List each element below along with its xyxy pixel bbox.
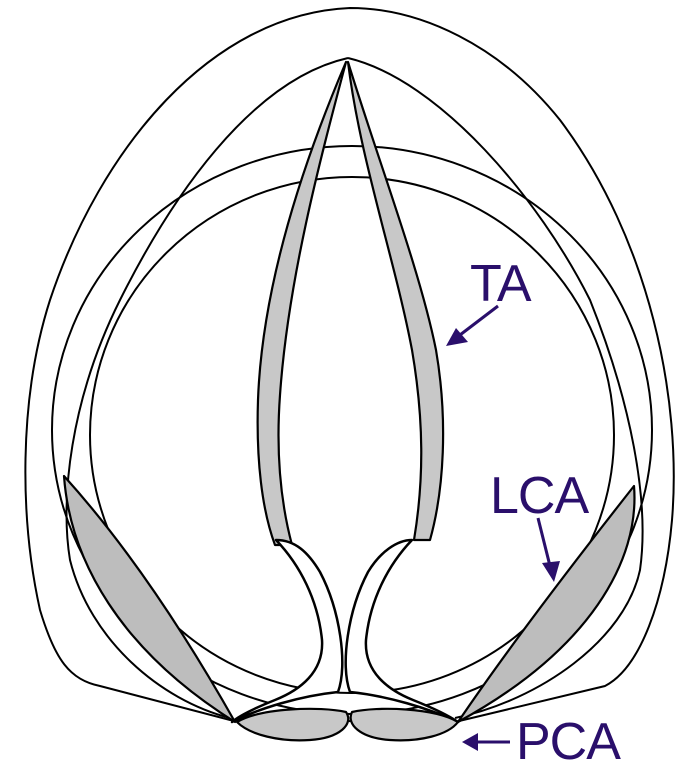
lca-muscle-left xyxy=(64,476,235,722)
ta-label: TA xyxy=(470,258,531,310)
lca-label: LCA xyxy=(490,470,588,522)
lca-arrowhead xyxy=(542,561,560,582)
ta-muscle-left xyxy=(258,62,346,545)
lca-arrow-line xyxy=(538,518,550,566)
ta-muscle-right xyxy=(348,62,443,540)
arytenoid-cartilage-right xyxy=(346,540,458,722)
pca-label: PCA xyxy=(516,716,620,768)
thyroid-cartilage-inner xyxy=(67,58,348,718)
thyroid-cartilage-inner-right xyxy=(348,58,643,718)
arytenoid-cartilage-left xyxy=(232,540,342,722)
pca-arrowhead xyxy=(462,733,478,751)
